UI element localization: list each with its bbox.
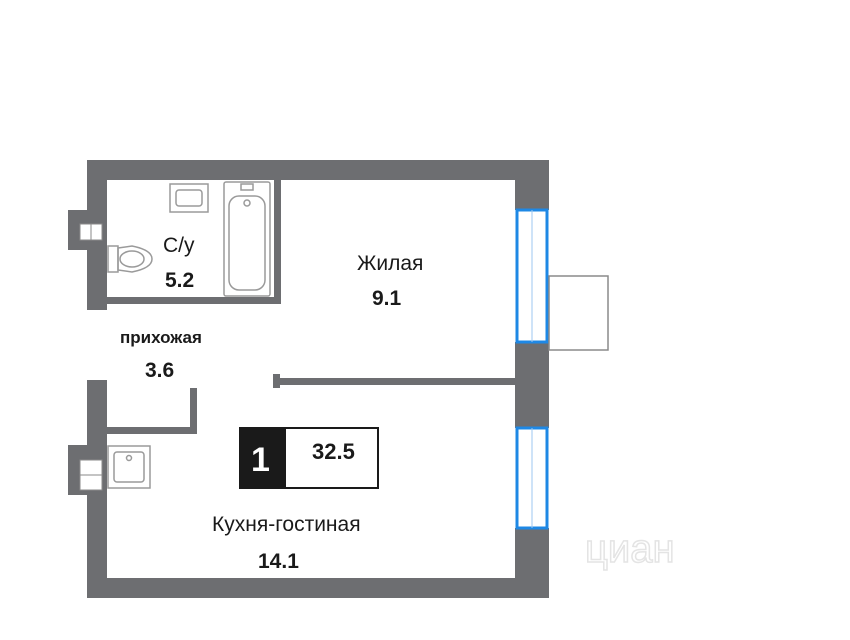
- apartment-badge: 1 32.5: [239, 427, 379, 489]
- toilet-icon: [107, 245, 153, 273]
- hallway-label: прихожая: [120, 328, 202, 347]
- kitchen-area: 14.1: [258, 550, 299, 573]
- living-label: Жилая: [357, 252, 423, 275]
- sink-icon: [169, 183, 209, 213]
- interior-walls: [107, 180, 515, 434]
- hallway-area: 3.6: [145, 359, 174, 382]
- balcony: [548, 275, 609, 351]
- watermark-text: циан: [585, 527, 675, 571]
- wall-niches: [68, 210, 103, 495]
- windows: [515, 208, 549, 530]
- badge-rooms-box: [240, 428, 286, 488]
- bathroom-area: 5.2: [165, 269, 194, 292]
- badge-total-area: 32.5: [312, 439, 355, 464]
- living-area: 9.1: [372, 287, 402, 310]
- kitchen-label: Кухня-гостиная: [212, 513, 361, 536]
- bathtub-icon: [223, 181, 271, 297]
- badge-rooms-count: 1: [251, 441, 270, 479]
- bathroom-label: С/у: [163, 234, 195, 257]
- kitchen-sink-icon: [107, 445, 151, 489]
